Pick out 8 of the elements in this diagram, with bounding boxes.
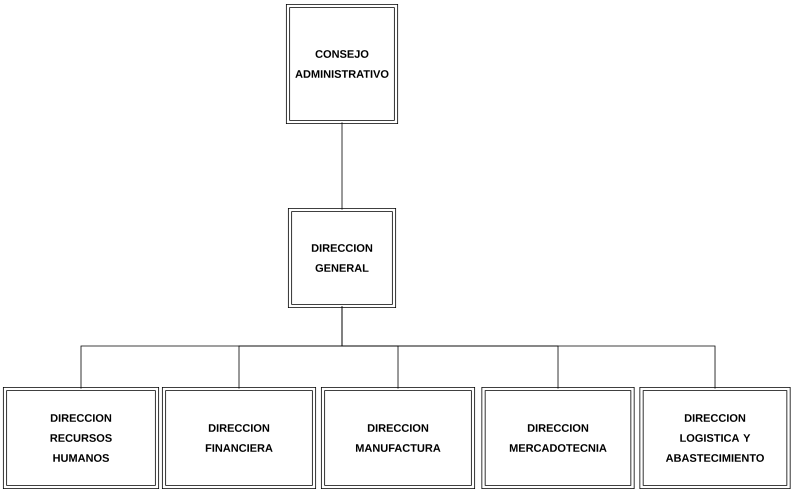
org-box: DIRECCION MANUFACTURA <box>320 386 476 490</box>
connector-line <box>342 306 716 389</box>
org-box: DIRECCION LOGISTICA Y ABASTECIMIENTO <box>639 386 791 490</box>
org-box: DIRECCION RECURSOS HUMANOS <box>2 386 160 490</box>
org-box: DIRECCION FINANCIERA <box>162 386 316 490</box>
org-box: DIRECCION GENERAL <box>288 208 396 308</box>
org-box: DIRECCION MERCADOTECNIA <box>481 386 635 490</box>
org-box: CONSEJO ADMINISTRATIVO <box>286 4 398 124</box>
